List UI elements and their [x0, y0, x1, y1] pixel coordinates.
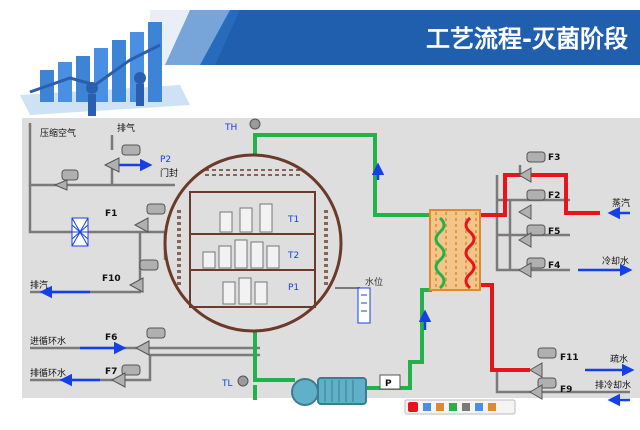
tl-sensor-icon [237, 375, 249, 387]
label-vent-top: 排气 [117, 122, 135, 134]
valve-f9 [529, 377, 557, 400]
label-p2: P2 [160, 155, 171, 165]
label-f11: F11 [560, 353, 579, 363]
air-filter [71, 217, 89, 247]
sensor-icons [237, 118, 261, 387]
valves [53, 144, 557, 400]
label-outlet-circ: 排循环水 [30, 367, 66, 379]
label-pump: P [385, 379, 392, 389]
label-exhaust-steam: 排汽 [30, 279, 48, 291]
valve-f1 [133, 203, 166, 233]
label-f4: F4 [548, 261, 560, 271]
label-compressed-air: 压缩空气 [40, 127, 76, 139]
flow-arrows [39, 158, 635, 407]
page-title: 工艺流程-灭菌阶段 [426, 25, 628, 53]
label-water-level: 水位 [365, 276, 383, 288]
heat-exchanger [429, 209, 481, 291]
valve-vent-top [103, 144, 141, 173]
label-p1: P1 [288, 283, 299, 293]
label-th: TH [224, 123, 237, 133]
valve-f6 [134, 327, 166, 356]
label-f9: F9 [560, 385, 572, 395]
label-steam: 蒸汽 [612, 197, 630, 209]
ime-toolbar[interactable] [404, 399, 516, 415]
sterilizer-vessel: T1 T2 P1 [163, 153, 343, 333]
label-f10: F10 [102, 274, 121, 284]
valve-f11 [529, 347, 557, 378]
label-f7: F7 [105, 367, 117, 377]
label-sterile-water: 疏水 [610, 353, 628, 365]
valve-f5 [518, 224, 546, 248]
business-chart-logo [20, 22, 190, 116]
red-pipe-network [480, 173, 600, 372]
valve-f4 [518, 257, 546, 278]
water-level-gauge: 水位 [335, 276, 383, 324]
valve-compressed [53, 169, 79, 191]
label-f5: F5 [548, 227, 560, 237]
label-t1: T1 [287, 215, 299, 225]
valve-f3 [518, 151, 546, 183]
label-inlet-circ: 进循环水 [30, 335, 66, 347]
label-f1: F1 [105, 209, 117, 219]
labels: 压缩空气 排气 P2 门封 F1 F10 排汽 F6 进循环水 F7 排循环水 … [30, 122, 631, 395]
valve-f7 [110, 364, 141, 388]
valve-f10 [128, 259, 159, 293]
label-f3: F3 [548, 153, 560, 163]
label-cooling-water: 冷却水 [602, 255, 629, 267]
th-sensor-icon [249, 118, 261, 130]
label-f6: F6 [105, 333, 117, 343]
label-door-seal: 门封 [160, 167, 178, 179]
header: 工艺流程-灭菌阶段 [0, 0, 640, 116]
label-t2: T2 [287, 251, 299, 261]
circulation-pump: P [291, 374, 401, 406]
label-tl: TL [221, 379, 233, 389]
label-drain-cooling: 排冷却水 [595, 379, 631, 391]
label-f2: F2 [548, 191, 560, 201]
bottle-rack [202, 203, 280, 305]
valve-f2 [518, 189, 546, 220]
